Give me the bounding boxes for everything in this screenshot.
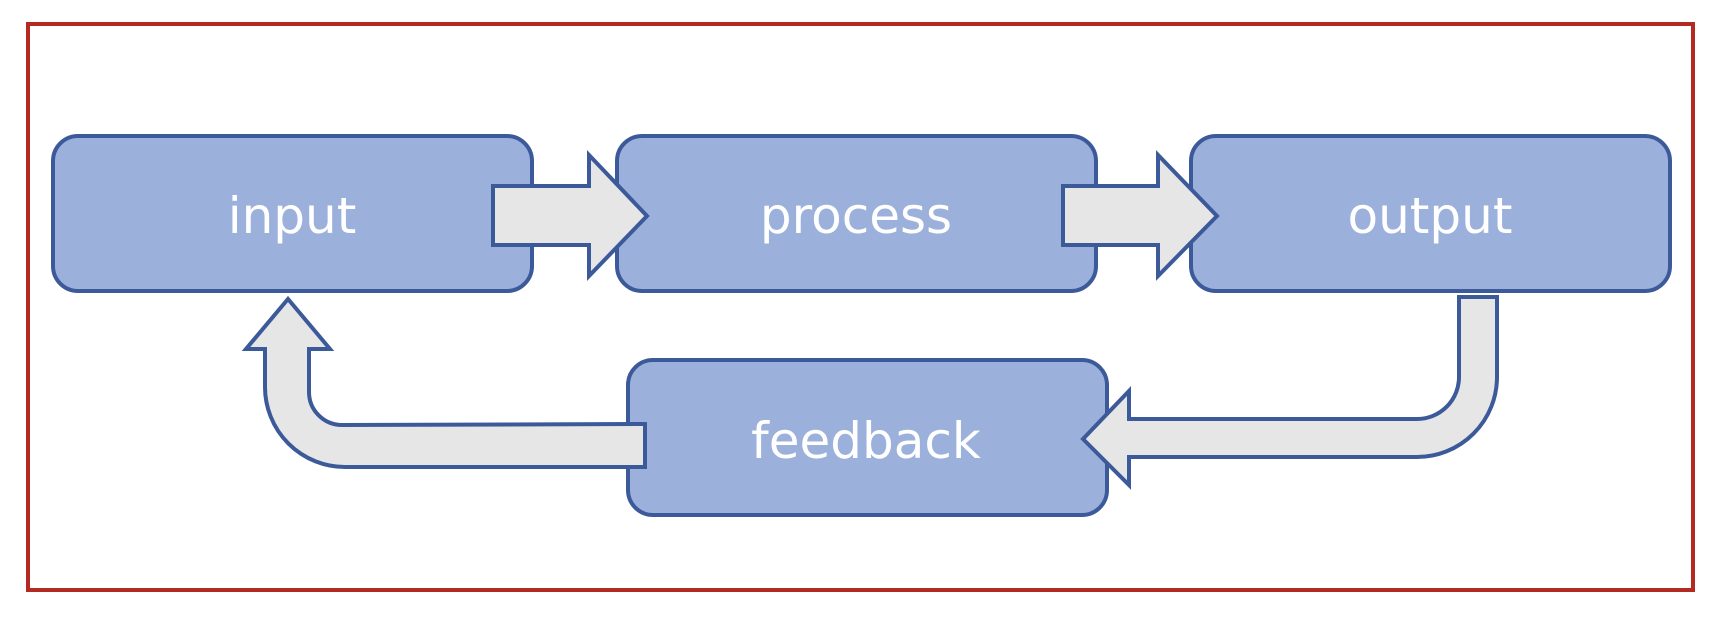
node-label-output: output xyxy=(1348,187,1513,245)
arrow-feedback-to-input xyxy=(241,295,647,469)
arrow-process-to-output xyxy=(1061,150,1220,281)
arrow-output-to-feedback xyxy=(1080,295,1499,490)
node-label-process: process xyxy=(760,187,952,245)
diagram-frame xyxy=(26,22,1695,592)
node-label-input: input xyxy=(228,187,357,245)
node-label-feedback: feedback xyxy=(751,412,981,470)
arrow-input-to-process xyxy=(491,149,650,281)
